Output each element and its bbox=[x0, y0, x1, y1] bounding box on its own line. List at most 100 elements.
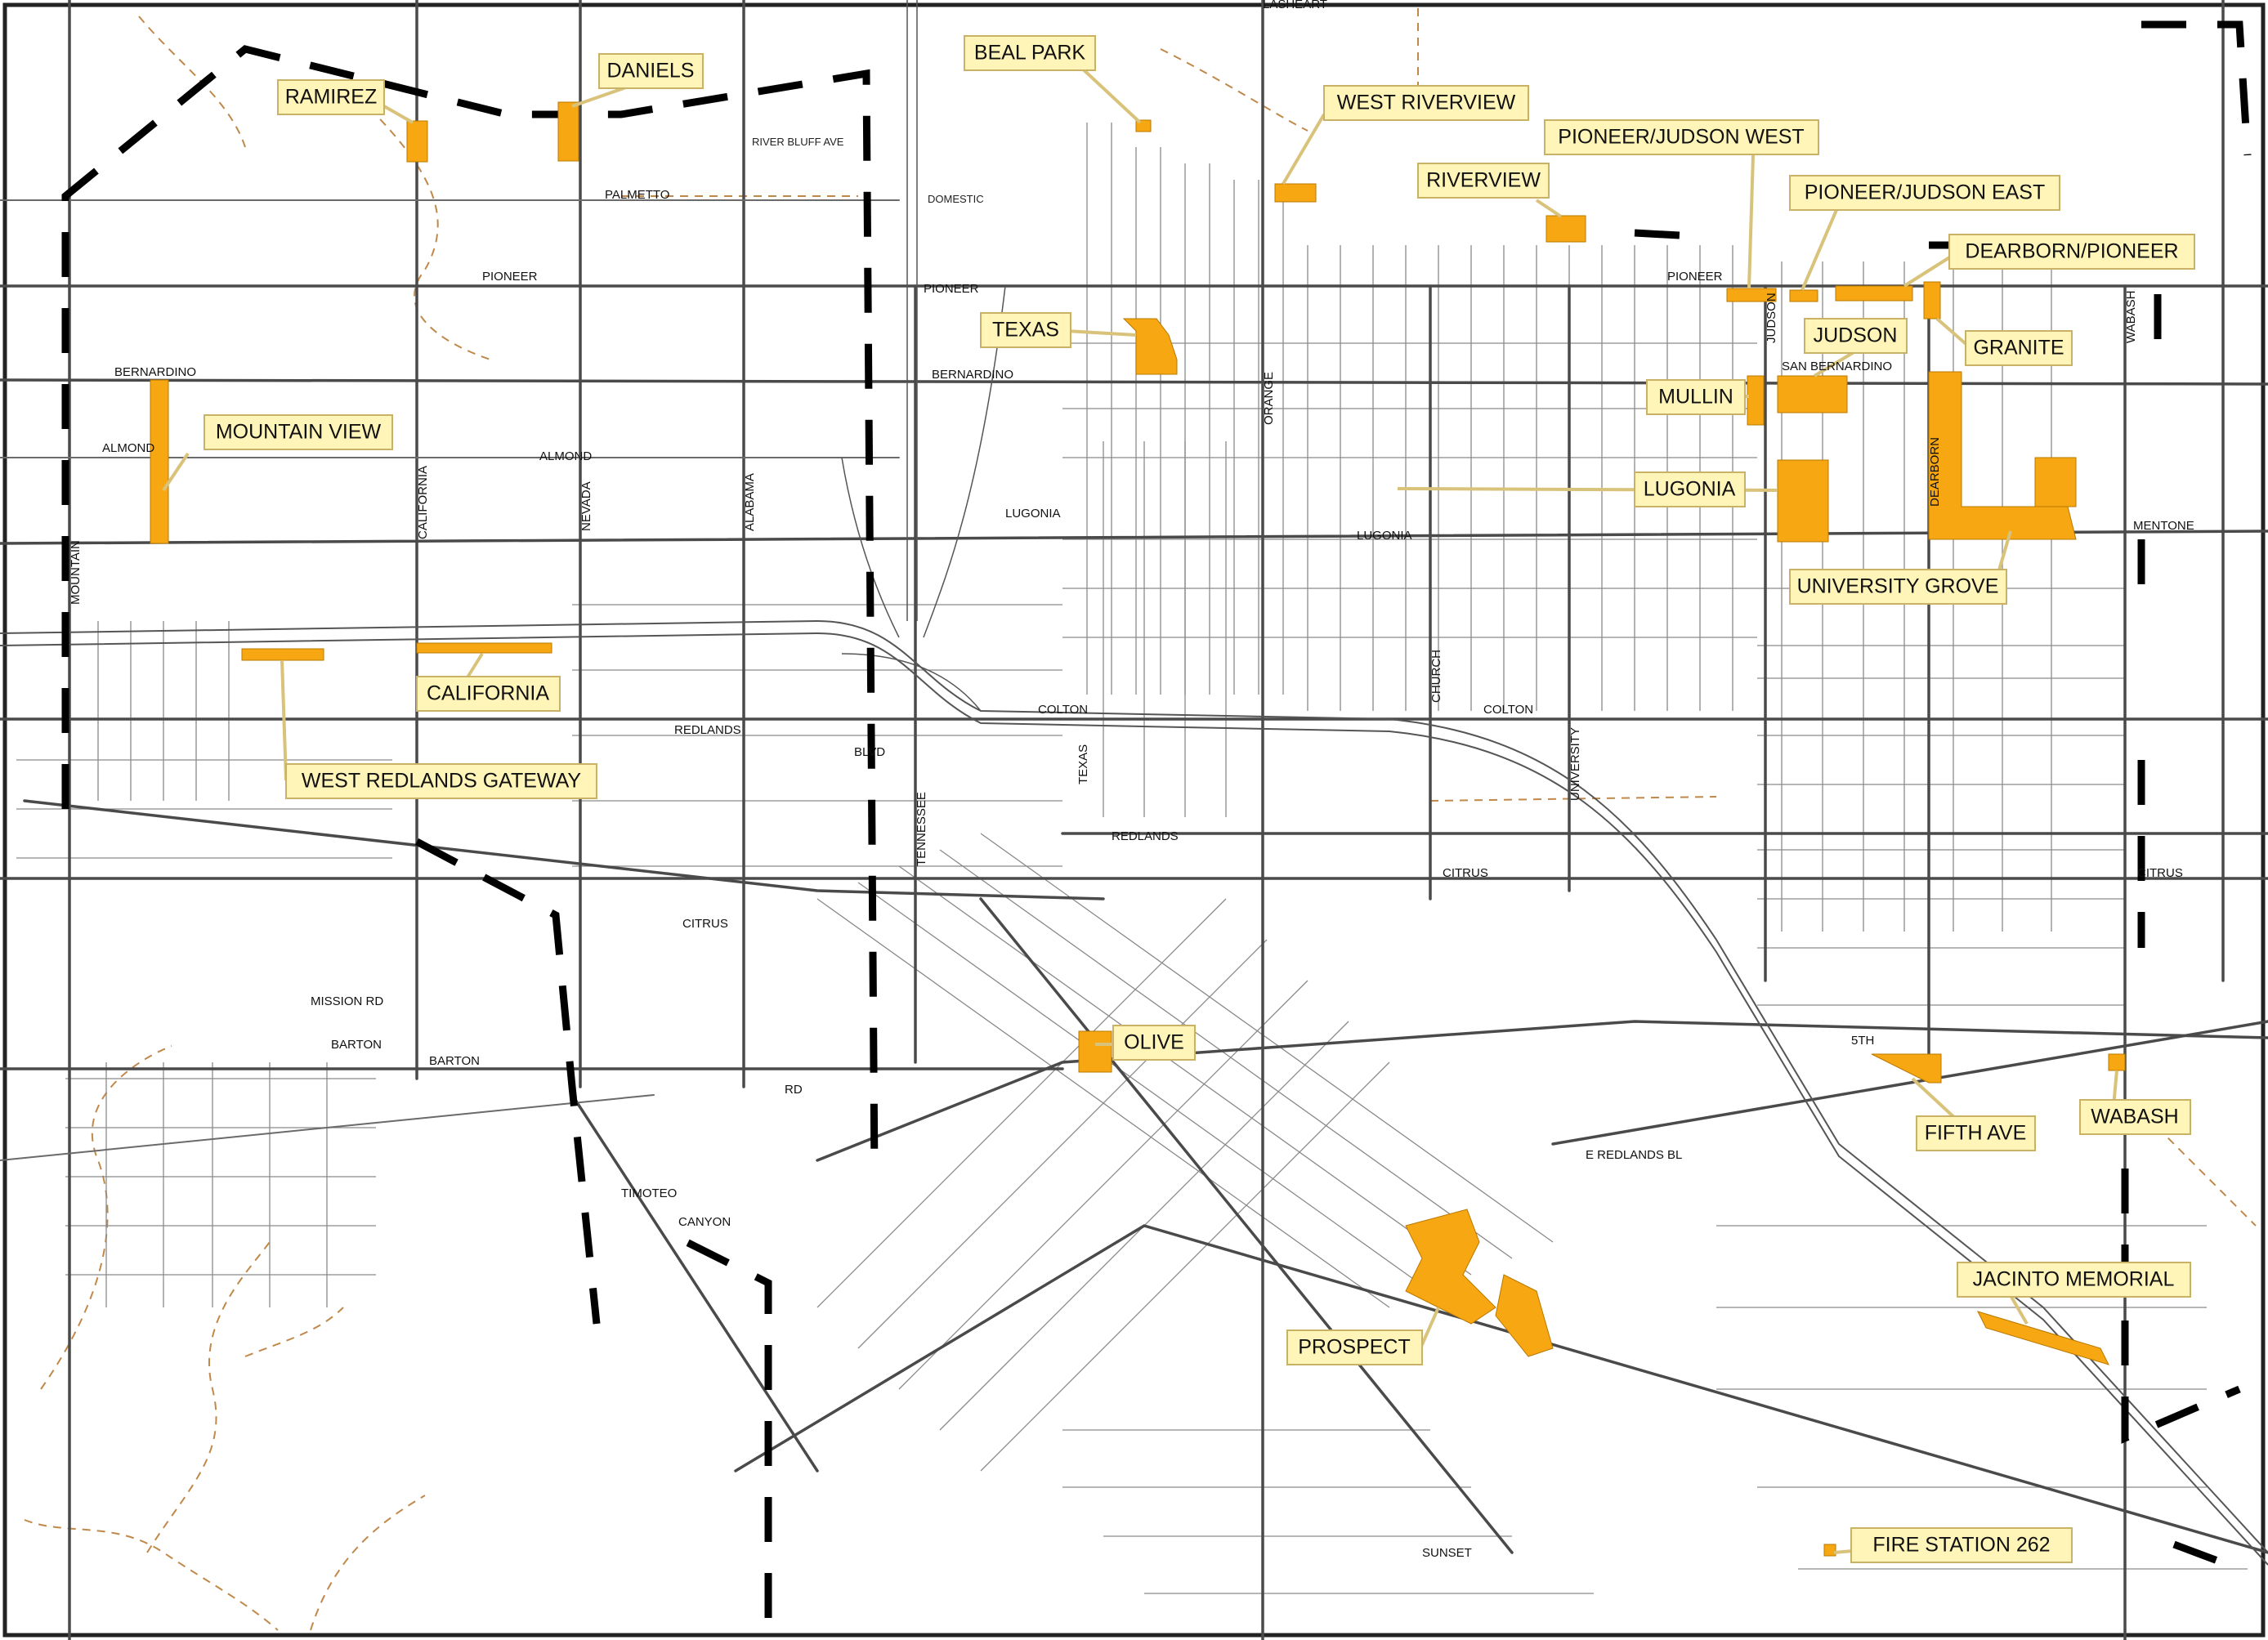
street-label-orange: ORANGE bbox=[1262, 372, 1276, 425]
redlands-blvd bbox=[23, 799, 1105, 900]
street-label-lugonia-2: LUGONIA bbox=[1357, 529, 1412, 543]
street-label-mission-rd: MISSION RD bbox=[311, 994, 383, 1008]
callout-wabash: WABASH bbox=[2079, 1099, 2191, 1135]
callout-daniels: DANIELS bbox=[598, 53, 704, 89]
callout-texas: TEXAS bbox=[980, 312, 1071, 348]
parcel-daniels bbox=[557, 101, 579, 162]
svg-text:TEXAS: TEXAS bbox=[992, 319, 1059, 342]
callout-olive: OLIVE bbox=[1112, 1025, 1196, 1061]
callout-judson: JUDSON bbox=[1804, 318, 1908, 354]
callout-jacinto-memorial: JACINTO MEMORIAL bbox=[1957, 1262, 2191, 1298]
street-label-mentone: MENTONE bbox=[2133, 519, 2194, 533]
parcel-riverview bbox=[1546, 215, 1586, 243]
callout-beal-park: BEAL PARK bbox=[964, 35, 1096, 71]
street-label-redlands: REDLANDS bbox=[674, 723, 741, 737]
svg-text:FIRE STATION 262: FIRE STATION 262 bbox=[1872, 1534, 2050, 1557]
street-label-rd: RD bbox=[785, 1083, 803, 1097]
fifth-avenue bbox=[816, 1020, 2268, 1162]
callout-university-grove: UNIVERSITY GROVE bbox=[1789, 569, 2007, 605]
street-label-pioneer-3: PIONEER bbox=[1667, 270, 1723, 284]
parcels bbox=[150, 101, 2126, 1557]
city-boundary bbox=[61, 20, 2252, 1618]
street-label-redlands-2: REDLANDS bbox=[1112, 829, 1179, 843]
street-label-almond-2: ALMOND bbox=[539, 449, 592, 463]
freeway bbox=[0, 0, 2268, 1566]
parcel-jacinto-memorial bbox=[1977, 1311, 2109, 1365]
parcel-pioneer-judson-west bbox=[1726, 288, 1777, 302]
street-label-lasheart: LASHEART bbox=[1263, 0, 1327, 11]
parcel-granite bbox=[1923, 281, 1941, 320]
callout-granite: GRANITE bbox=[1965, 330, 2073, 366]
svg-text:OLIVE: OLIVE bbox=[1124, 1031, 1184, 1054]
street-label-nevada: NEVADA bbox=[579, 481, 593, 531]
street-label-wabash: WABASH bbox=[2124, 291, 2138, 343]
street-label-palmetto: PALMETTO bbox=[605, 188, 669, 202]
parcel-fifth-ave bbox=[1871, 1053, 1942, 1084]
street-label-citrus-2: CITRUS bbox=[2137, 866, 2183, 880]
street-label-timoteo: TIMOTEO bbox=[621, 1186, 677, 1200]
street-label-san-bernardino: SAN BERNARDINO bbox=[1782, 360, 1892, 373]
parcel-prospect bbox=[1405, 1209, 1554, 1357]
e-redlands-bl bbox=[1551, 1020, 2268, 1146]
svg-text:DEARBORN/PIONEER: DEARBORN/PIONEER bbox=[1965, 240, 2178, 263]
parcel-wabash bbox=[2108, 1053, 2126, 1071]
callout-west-redlands-gateway: WEST REDLANDS GATEWAY bbox=[285, 763, 597, 799]
parcel-ramirez bbox=[406, 120, 428, 163]
svg-text:FIFTH AVE: FIFTH AVE bbox=[1925, 1122, 2027, 1145]
svg-text:MULLIN: MULLIN bbox=[1658, 386, 1733, 409]
street-label-almond: ALMOND bbox=[102, 441, 154, 455]
svg-text:DANIELS: DANIELS bbox=[607, 60, 695, 83]
street-label-tennessee: TENNESSEE bbox=[915, 792, 928, 866]
callouts: RAMIREZ DANIELS BEAL PARK WEST RIVERVIEW… bbox=[204, 35, 2195, 1563]
street-label-lugonia: LUGONIA bbox=[1005, 507, 1061, 521]
street-label-colton: COLTON bbox=[1038, 703, 1088, 717]
center-street bbox=[979, 897, 1514, 1554]
sunset-drive bbox=[734, 1224, 2268, 1554]
svg-text:WEST RIVERVIEW: WEST RIVERVIEW bbox=[1337, 92, 1516, 114]
street-label-citrus: CITRUS bbox=[1443, 866, 1488, 880]
parcel-mullin bbox=[1747, 375, 1765, 426]
street-label-alabama: ALABAMA bbox=[743, 473, 757, 531]
street-label-texas: TEXAS bbox=[1076, 744, 1090, 784]
callout-fire-station-262: FIRE STATION 262 bbox=[1850, 1527, 2073, 1563]
svg-text:MOUNTAIN VIEW: MOUNTAIN VIEW bbox=[216, 421, 382, 444]
callout-pioneer-judson-west: PIONEER/JUDSON WEST bbox=[1544, 119, 1819, 155]
parcel-olive bbox=[1078, 1030, 1112, 1073]
parcel-fire-station-262 bbox=[1823, 1544, 1836, 1557]
street-label-barton: BARTON bbox=[331, 1038, 382, 1052]
svg-text:WEST REDLANDS GATEWAY: WEST REDLANDS GATEWAY bbox=[302, 770, 582, 793]
parcel-west-riverview bbox=[1274, 183, 1317, 203]
lugonia-road bbox=[0, 530, 2268, 545]
street-label-california: CALIFORNIA bbox=[416, 466, 430, 539]
bernardino-road bbox=[0, 378, 2268, 386]
callout-dearborn-pioneer: DEARBORN/PIONEER bbox=[1948, 234, 2195, 270]
callout-mullin: MULLIN bbox=[1646, 379, 1746, 415]
svg-text:GRANITE: GRANITE bbox=[1973, 337, 2064, 360]
mission-road bbox=[0, 1094, 655, 1161]
parcel-university-grove bbox=[1928, 371, 2077, 540]
san-timoteo-canyon bbox=[570, 1093, 819, 1472]
parcel-west-redlands-gateway bbox=[241, 648, 324, 661]
svg-text:CALIFORNIA: CALIFORNIA bbox=[427, 682, 549, 705]
svg-text:RAMIREZ: RAMIREZ bbox=[285, 86, 378, 109]
svg-text:JACINTO MEMORIAL: JACINTO MEMORIAL bbox=[1973, 1268, 2175, 1291]
svg-text:PIONEER/JUDSON EAST: PIONEER/JUDSON EAST bbox=[1805, 181, 2046, 204]
callout-prospect: PROSPECT bbox=[1286, 1329, 1423, 1365]
parcel-texas bbox=[1122, 318, 1178, 375]
street-label-judson: JUDSON bbox=[1765, 293, 1778, 343]
street-label-domestic: DOMESTIC bbox=[928, 193, 984, 205]
street-label-pioneer-2: PIONEER bbox=[924, 282, 979, 296]
svg-text:JUDSON: JUDSON bbox=[1814, 324, 1898, 347]
parcel-pioneer-judson-east bbox=[1789, 289, 1818, 302]
callout-fifth-ave: FIFTH AVE bbox=[1916, 1115, 2036, 1151]
street-label-colton-2: COLTON bbox=[1483, 703, 1533, 717]
parcel-california bbox=[416, 642, 552, 654]
callout-mountain-view: MOUNTAIN VIEW bbox=[204, 414, 393, 450]
street-labels: PIONEER PIONEER PIONEER BERNARDINO BERNA… bbox=[69, 0, 2194, 1560]
callout-riverview: RIVERVIEW bbox=[1417, 163, 1550, 199]
parcel-mountain-view bbox=[150, 379, 169, 544]
callout-california: CALIFORNIA bbox=[416, 676, 561, 712]
